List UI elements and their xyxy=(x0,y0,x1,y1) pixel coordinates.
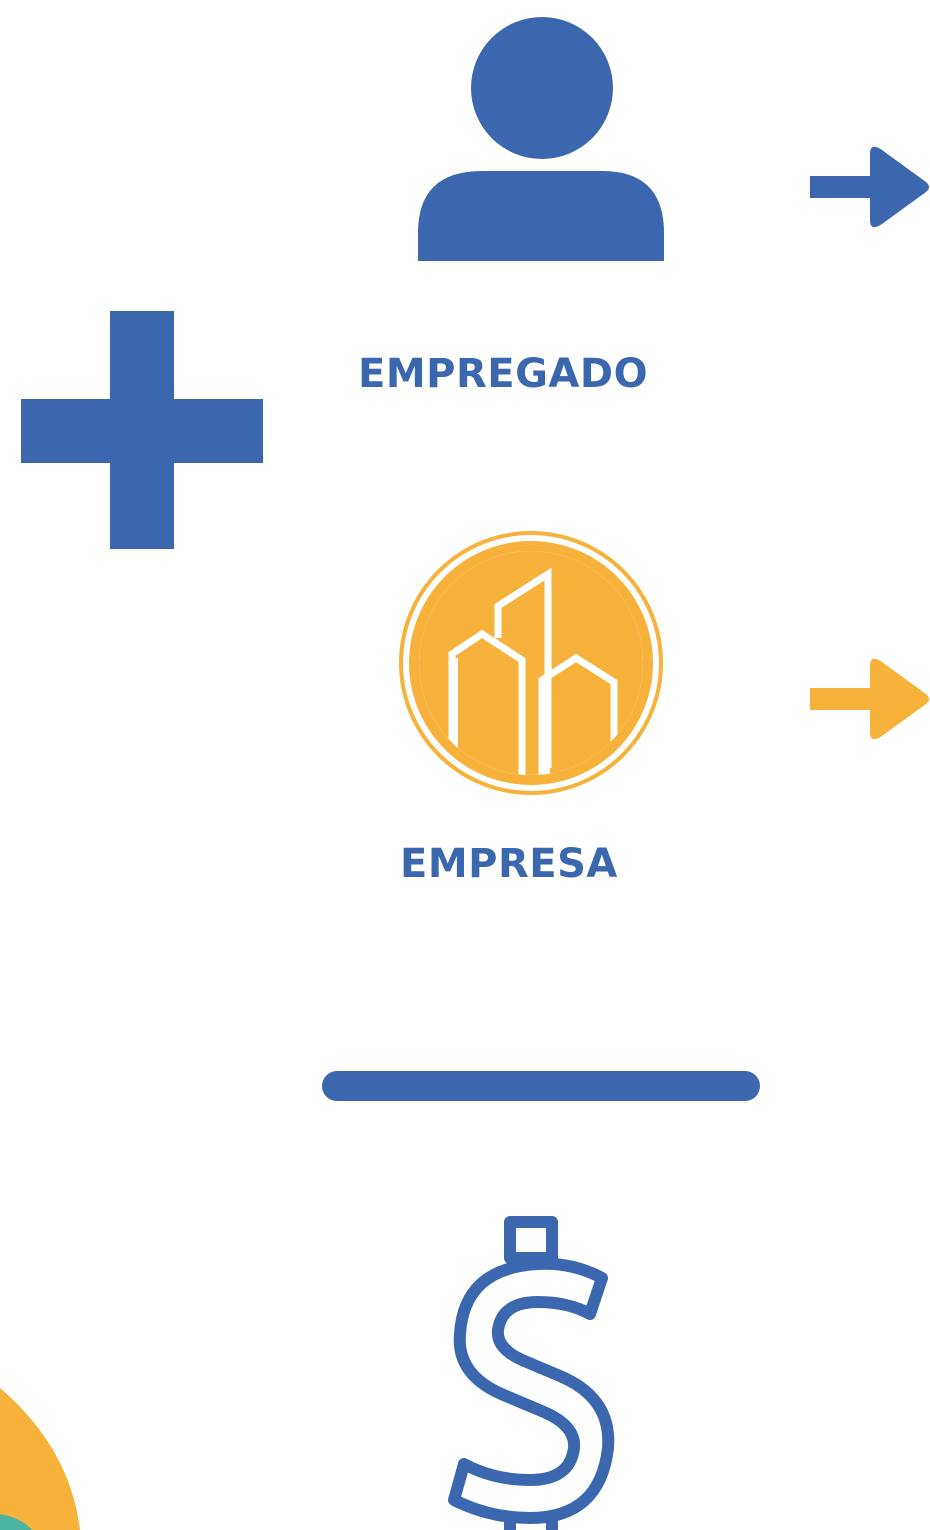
decorative-circle xyxy=(0,1388,90,1530)
arrow-right-icon xyxy=(808,146,930,228)
minus-icon xyxy=(322,1071,762,1103)
plus-icon xyxy=(21,311,265,549)
company-label: EMPRESA xyxy=(400,841,618,887)
dollar-sign-icon xyxy=(440,1216,630,1530)
buildings-icon xyxy=(396,528,666,798)
arrow-right-icon xyxy=(808,658,930,740)
person-icon xyxy=(418,15,666,265)
employee-label: EMPREGADO xyxy=(358,351,649,397)
